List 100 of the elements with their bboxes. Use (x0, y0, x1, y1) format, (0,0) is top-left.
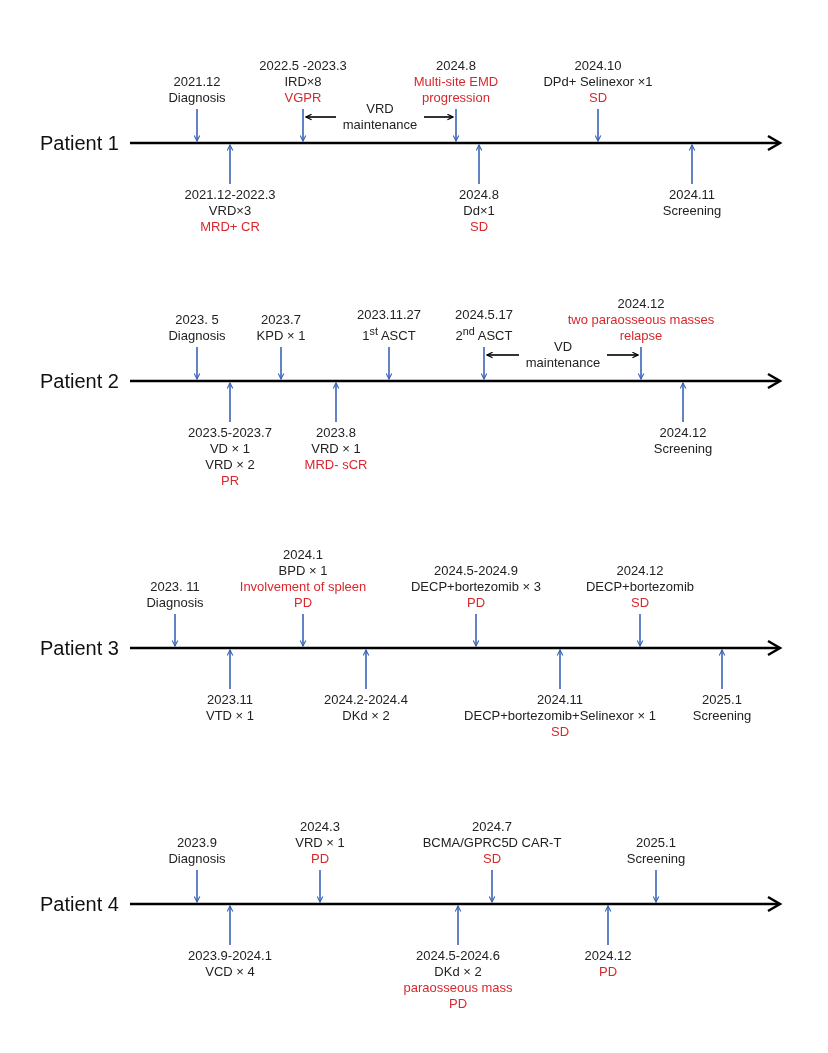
arrow (454, 905, 462, 946)
event-label: DECP+bortezomib (586, 579, 694, 595)
date-label: 2024.1 (282, 547, 324, 563)
event-label: IRD×8 (283, 74, 323, 90)
event-label: 1$^{st}$ ASCT (361, 323, 417, 344)
arrow (480, 346, 488, 380)
arrow (486, 351, 520, 359)
arrow (604, 905, 612, 946)
date-label: 2023.11.27 (356, 306, 422, 323)
arrow (718, 649, 726, 690)
date-label: 2023. 5 (174, 312, 220, 328)
date-label: 2024.8 (435, 58, 477, 74)
event-label: VRD × 1 (295, 835, 345, 851)
event-label: 2$^{nd}$ ASCT (455, 323, 513, 344)
date-label: 2024.10 (573, 58, 623, 74)
event-label: Screening (653, 441, 713, 457)
date-label: 2025.1 (635, 835, 677, 851)
event-label: Diagnosis (168, 328, 226, 344)
outcome-label: SD (468, 219, 489, 235)
date-label: 2024.12 (615, 563, 665, 579)
date-label: 2021.12-2022.3 (184, 187, 276, 203)
arrow (193, 869, 201, 903)
event-label: DECP+bortezomib+Selinexor × 1 (464, 708, 656, 724)
outcome-label: SD (629, 595, 651, 611)
arrow (688, 144, 696, 185)
date-label: 2023. 11 (149, 579, 201, 595)
arrow (606, 351, 639, 359)
date-label: 2023.5-2023.7 (188, 425, 272, 441)
arrow (475, 144, 483, 185)
arrow (362, 649, 370, 690)
event-label: BPD × 1 (277, 563, 329, 579)
outcome-label: MRD+ CR (199, 219, 261, 235)
date-label: 2024.7 (471, 819, 513, 835)
patient-label: Patient 2 (40, 369, 119, 393)
date-label: 2023.7 (260, 312, 302, 328)
arrow (556, 649, 564, 690)
arrow (305, 113, 337, 121)
event-label: VRD × 2 (204, 457, 256, 473)
date-label: 2024.3 (299, 819, 341, 835)
patient-label: Patient 1 (40, 131, 119, 155)
arrow (594, 108, 602, 142)
date-label: 2024.12 (584, 948, 632, 964)
event-label: VRD × 1 (310, 441, 362, 457)
arrow (226, 144, 234, 185)
event-label: VRD×3 (207, 203, 253, 219)
event-label: Screening (626, 851, 686, 867)
patient-label: Patient 4 (40, 892, 119, 916)
event-label: Dd×1 (462, 203, 496, 219)
event-label: DECP+bortezomib × 3 (410, 579, 542, 595)
event-label: KPD × 1 (256, 328, 306, 344)
event-label: DPd+ Selinexor ×1 (543, 74, 653, 90)
outcome-label: SD (587, 90, 609, 106)
arrow (332, 382, 340, 423)
outcome-label: PD (309, 851, 331, 867)
date-label: 2023.9 (176, 835, 218, 851)
date-label: 2024.11 (536, 692, 584, 708)
date-label: 2024.12 (658, 425, 708, 441)
date-label: 2024.5-2024.6 (415, 948, 501, 964)
event-label: Diagnosis (168, 851, 226, 867)
arrow (652, 869, 660, 903)
arrow (316, 869, 324, 903)
arrow (226, 905, 234, 946)
arrow (226, 649, 234, 690)
arrow (193, 108, 201, 142)
arrow (226, 382, 234, 423)
arrow (299, 613, 307, 647)
arrow (637, 346, 645, 380)
outcome-label: PD (447, 996, 469, 1012)
arrow (385, 346, 393, 380)
event-label: Screening (662, 203, 722, 219)
outcome-label: Involvement of spleen (239, 579, 367, 595)
outcome-label: SD (549, 724, 570, 740)
patient-label: Patient 3 (40, 636, 119, 660)
event-label: BCMA/GPRC5D CAR-T (422, 835, 562, 851)
event-label: VCD × 4 (204, 964, 256, 980)
outcome-label: paraosseous mass (403, 980, 513, 996)
date-label: 2024.8 (459, 187, 499, 203)
arrow (171, 613, 179, 647)
event-label: Screening (692, 708, 752, 724)
arrow (452, 108, 460, 142)
date-label: 2023.8 (315, 425, 357, 441)
event-label: DKd × 2 (433, 964, 483, 980)
date-label: 2023.9-2024.1 (188, 948, 272, 964)
event-label: Diagnosis (168, 90, 226, 106)
date-label: 2023.11 (206, 692, 254, 708)
date-label: 2024.11 (668, 187, 716, 203)
date-label: 2024.5.17 (455, 306, 513, 323)
date-label: 2021.12 (172, 74, 222, 90)
arrow (299, 108, 307, 142)
arrow (423, 113, 454, 121)
outcome-label: PR (219, 473, 240, 489)
event-label: Diagnosis (146, 595, 204, 611)
outcome-label: PD (292, 595, 314, 611)
arrow (472, 613, 480, 647)
outcome-label: PD (597, 964, 619, 980)
arrow (636, 613, 644, 647)
arrow (488, 869, 496, 903)
arrow (679, 382, 687, 423)
outcome-label: SD (481, 851, 503, 867)
date-label: 2024.12 (616, 296, 666, 312)
